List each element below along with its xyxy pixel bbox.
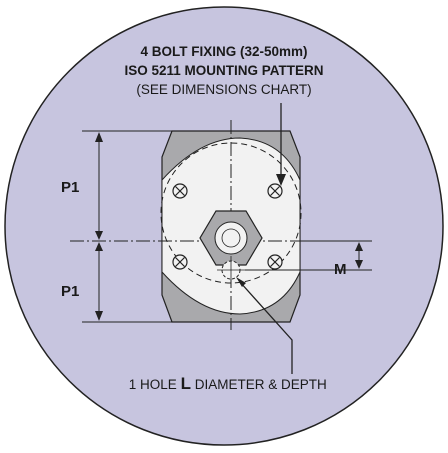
m-arrow-top [355, 242, 363, 251]
m-label: M [334, 261, 347, 278]
bolt-hole-top-left [172, 183, 188, 199]
title-line-3: (SEE DIMENSIONS CHART) [136, 82, 311, 97]
bolt-hole-bottom-left [172, 254, 188, 270]
m-arrow-bottom [355, 260, 363, 269]
p1-lower-arrow-bottom [95, 311, 103, 321]
title-line-2: ISO 5211 MOUNTING PATTERN [124, 63, 323, 78]
bolt-hole-top-right [267, 183, 283, 199]
p1-upper-arrow-top [95, 132, 103, 142]
title-leader-arrow [276, 174, 286, 186]
bolt-hole-bottom-right [267, 254, 283, 270]
p1-upper-arrow-bottom [95, 231, 103, 240]
hole-note-leader-arrow [236, 277, 246, 287]
bolt-circle [160, 142, 302, 284]
p1-lower-label: P1 [61, 283, 79, 300]
hole-note-leader-line [239, 281, 293, 374]
drive-inner-ring [221, 228, 241, 248]
drive-outer-ring [214, 221, 248, 255]
hole-note: 1 HOLE L DIAMETER & DEPTH [110, 374, 338, 393]
hole-note-letter: L [181, 374, 191, 393]
p1-lower-arrow-top [95, 242, 103, 251]
indicator-hole [217, 256, 245, 284]
hole-note-suffix: DIAMETER & DEPTH [191, 377, 327, 392]
title-line-1: 4 BOLT FIXING (32-50mm) [140, 44, 307, 59]
p1-upper-label: P1 [61, 179, 79, 196]
hole-note-prefix: 1 HOLE [129, 377, 181, 392]
